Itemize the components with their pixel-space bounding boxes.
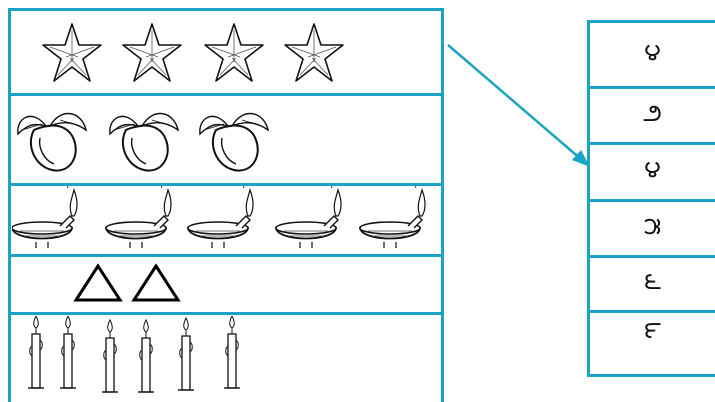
mango-icon [110,114,178,171]
numeral-cell[interactable]: ౨ [590,89,715,142]
candle-icon [224,316,240,388]
candle-row [12,316,442,402]
left-grid-line [8,93,444,96]
starfish-icon [205,24,263,81]
numeral-cell[interactable]: ౪ [590,145,715,199]
starfish-row [12,14,442,92]
numeral-cell[interactable]: ౫ [590,202,715,255]
triangle-icon [76,266,120,300]
mango-row [12,98,442,182]
numeral-cell[interactable]: ౬ [590,258,715,310]
triangle-icon [134,266,178,300]
candle-icon [28,316,44,388]
candle-icon [138,320,154,392]
candle-icon [102,320,118,392]
oil-lamp-icon [276,186,344,248]
oil-lamp-icon [106,186,174,248]
oil-lamp-icon [360,186,428,248]
left-grid-line [8,254,444,257]
numeral-cell[interactable]: ౯ [590,313,715,353]
left-grid-line [8,312,444,315]
oil-lamp-row [12,186,442,252]
starfish-icon [285,24,343,81]
numeral-column-line [587,374,715,377]
left-grid-line [8,8,444,11]
candle-icon [178,318,194,390]
mango-icon [18,114,86,171]
mango-icon [200,114,268,171]
candle-icon [60,316,76,388]
oil-lamp-icon [12,186,80,248]
oil-lamp-icon [188,186,256,248]
starfish-icon [43,24,101,81]
triangle-row [12,258,442,310]
numeral-cell[interactable]: ౪ [590,23,715,86]
left-grid-left-border [8,8,11,402]
starfish-icon [123,24,181,81]
